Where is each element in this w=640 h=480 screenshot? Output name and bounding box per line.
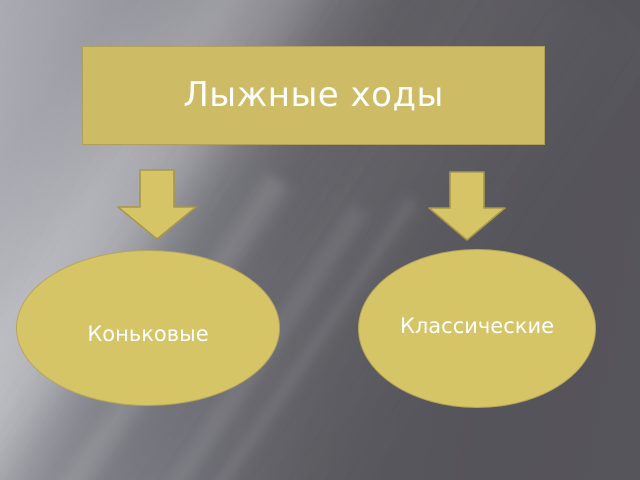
node-klassicheskie[interactable]: Классические <box>358 249 596 408</box>
node-klassicheskie-label: Классические <box>399 314 555 339</box>
arrow-down-icon-right <box>428 171 506 241</box>
title-text: Лыжные ходы <box>183 74 444 115</box>
node-konkovye-label: Коньковые <box>87 321 209 346</box>
title-box[interactable]: Лыжные ходы <box>82 46 545 145</box>
arrow-down-icon-left <box>117 169 197 240</box>
node-konkovye[interactable]: Коньковые <box>16 250 280 406</box>
